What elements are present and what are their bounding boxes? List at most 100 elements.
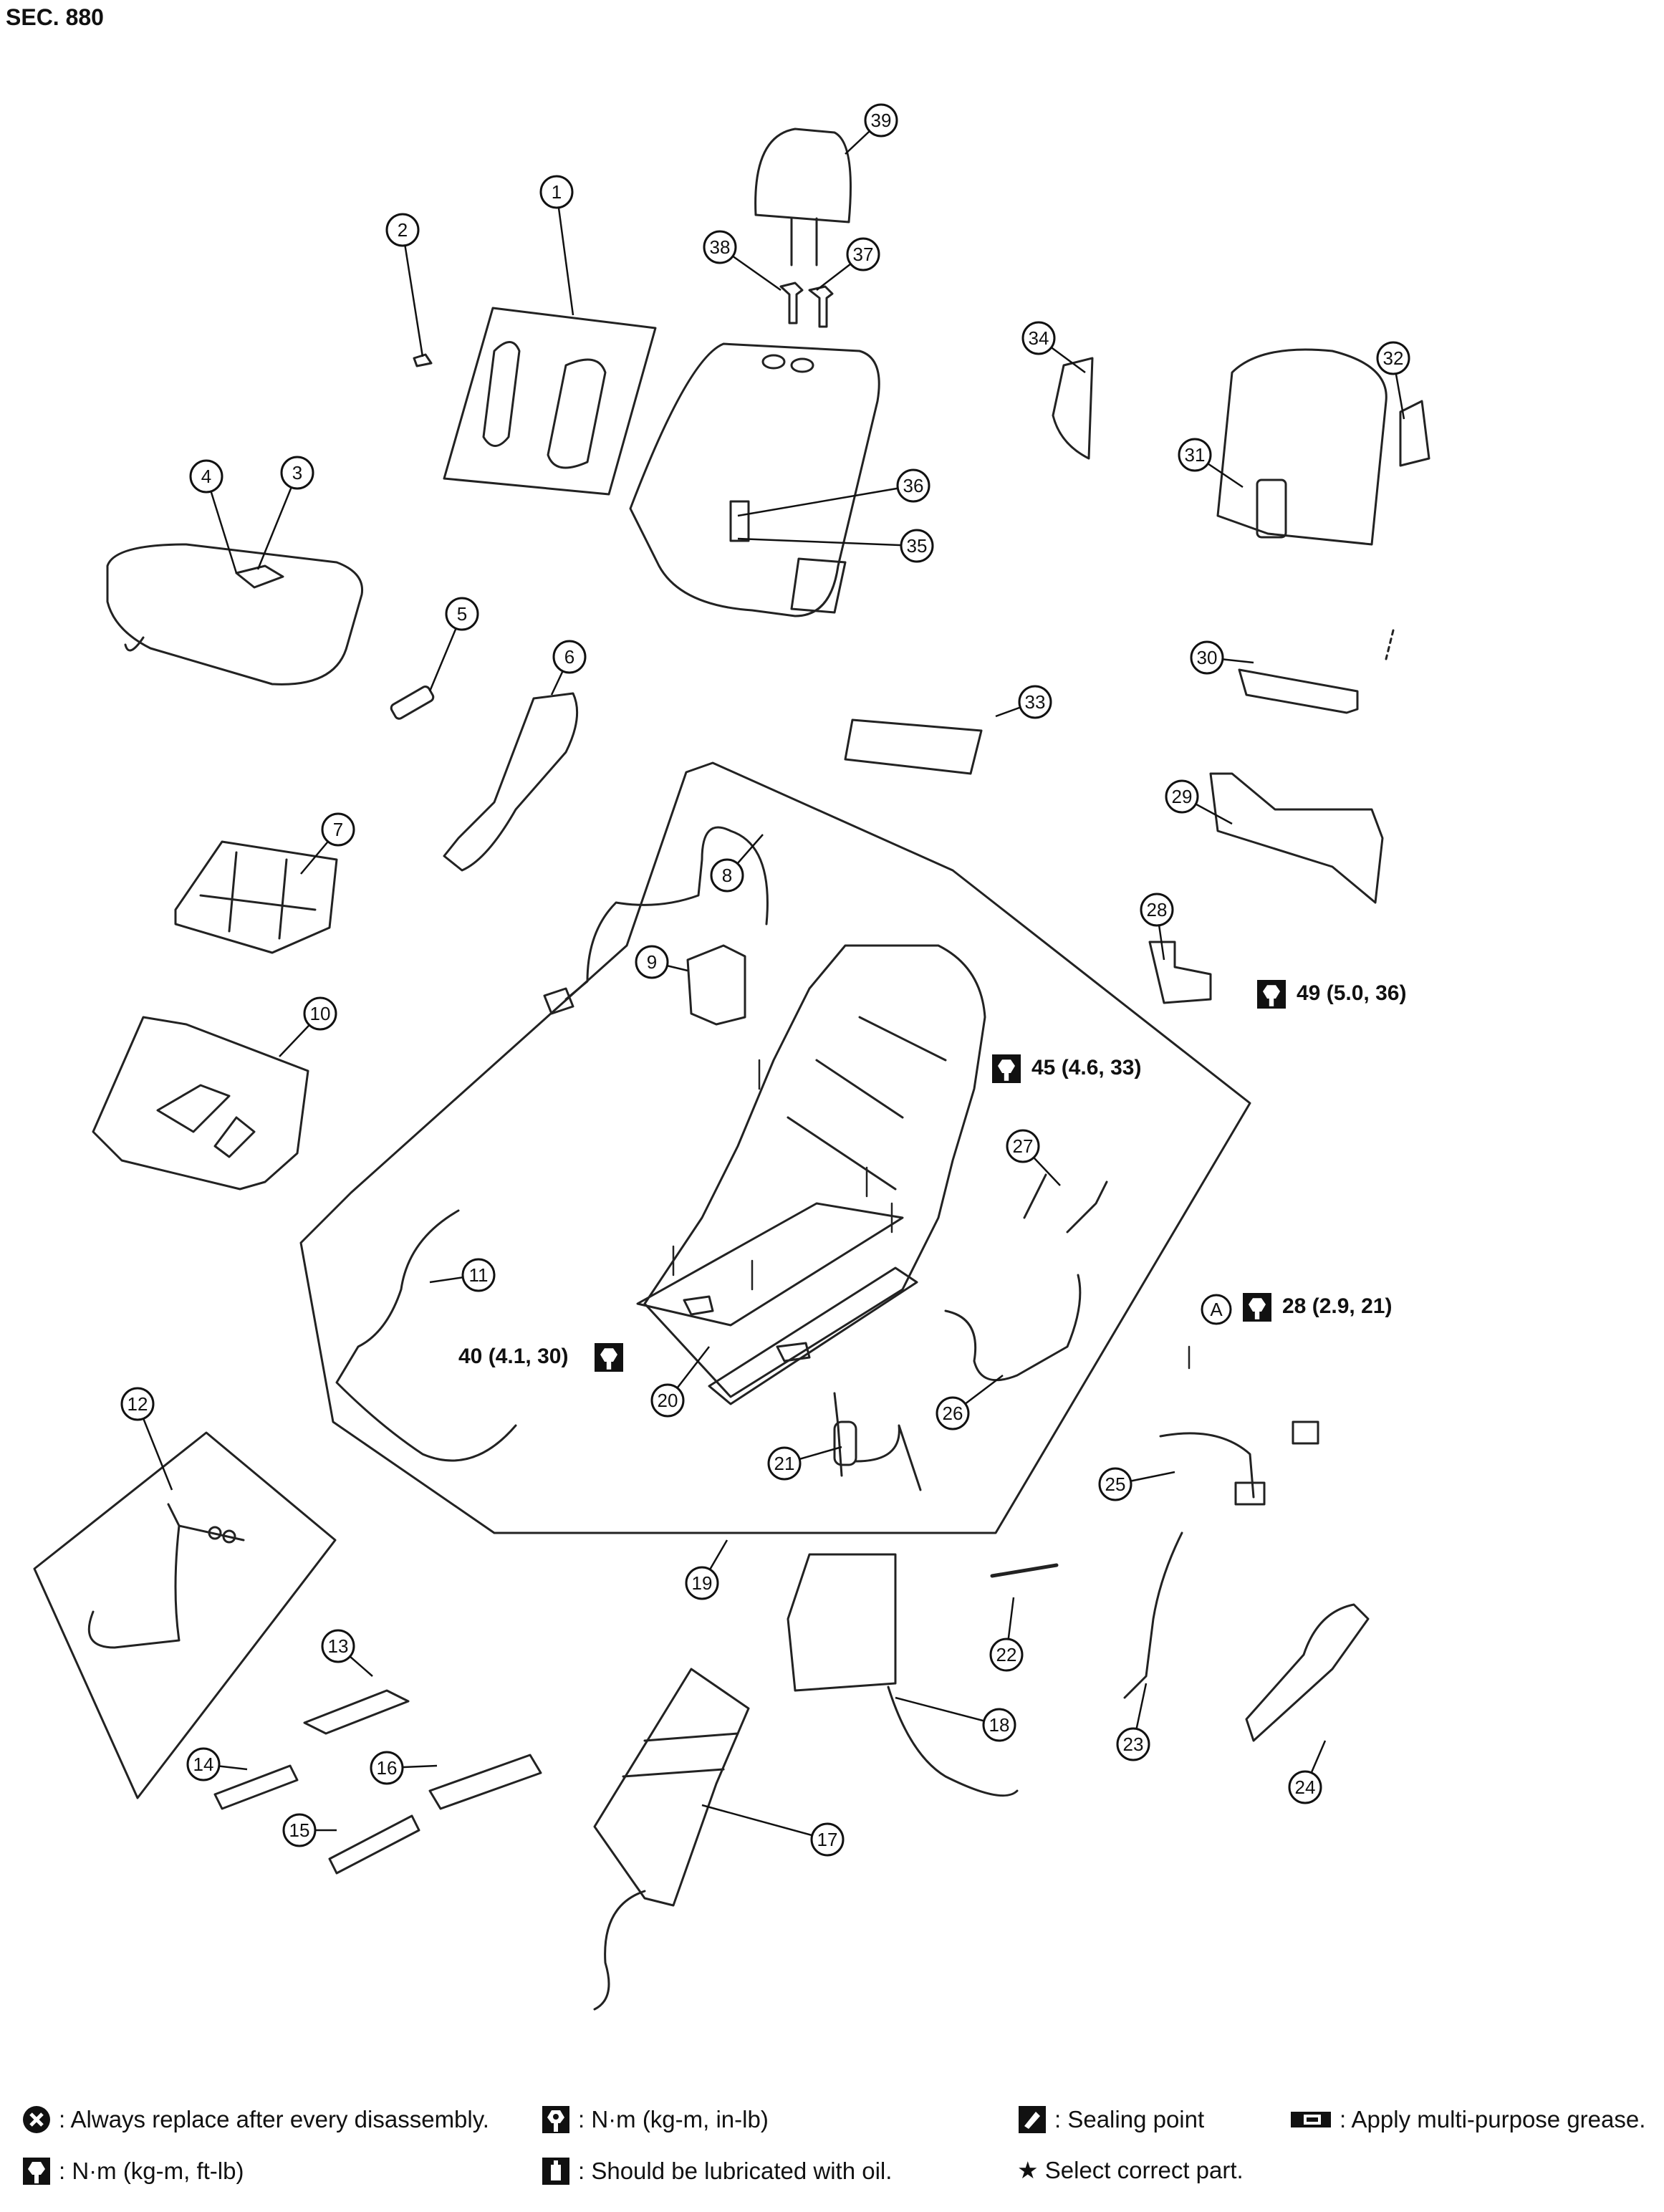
callout-leader [205, 476, 238, 574]
callout-number: 19 [692, 1572, 713, 1594]
seat-pan-part [92, 1016, 309, 1191]
callout-number: 5 [457, 603, 467, 625]
seat-cushion-part [106, 543, 364, 686]
headrest-part [754, 128, 852, 266]
callout-number: 1 [552, 181, 562, 203]
torque-ft-lb-icon [21, 2156, 52, 2186]
callout-number: 35 [907, 535, 928, 557]
callout-18: 18 [982, 1708, 1016, 1742]
seat-heater-part [593, 1668, 750, 2011]
callout-number: 23 [1123, 1733, 1144, 1755]
callout-31: 31 [1178, 438, 1212, 472]
callout-number: 17 [817, 1829, 838, 1850]
legend-text: ★ Select correct part. [1017, 2157, 1244, 2183]
callout-6: 6 [552, 640, 587, 674]
callout-number: 29 [1172, 786, 1193, 807]
latch-part [1148, 941, 1212, 1004]
callout-number: 26 [943, 1403, 963, 1424]
oil-icon [541, 2156, 571, 2186]
seatback-part [629, 342, 880, 617]
headrest-guides-part [779, 282, 834, 328]
callout-number: 14 [193, 1754, 214, 1775]
callout-number: 24 [1295, 1776, 1316, 1798]
callout-28: 28 [1140, 893, 1174, 927]
switch-32-part [1399, 400, 1430, 467]
callout-12: 12 [120, 1387, 155, 1421]
sealing-point-icon [1017, 2105, 1047, 2135]
legend-item: : N·m (kg-m, ft-lb) [21, 2156, 244, 2186]
callout-26: 26 [936, 1396, 970, 1430]
release-cable-part [87, 1503, 245, 1649]
callout-34: 34 [1021, 321, 1056, 355]
switch-group-outline [443, 307, 657, 496]
callout-leader [737, 537, 918, 547]
callout-29: 29 [1165, 779, 1199, 814]
reference-marker-a: A [1201, 1294, 1232, 1325]
callout-20: 20 [650, 1383, 685, 1418]
callout-number: 27 [1013, 1135, 1034, 1157]
callout-32: 32 [1376, 341, 1410, 375]
back-heater-part [787, 1553, 1019, 1797]
callout-7: 7 [321, 812, 355, 847]
legend-item: ★ Select correct part. [1017, 2156, 1244, 2184]
callout-number: 11 [469, 1264, 489, 1286]
seat-adjuster-part [636, 944, 986, 1405]
callout-1: 1 [539, 175, 574, 209]
callout-38: 38 [703, 230, 737, 264]
callout-number: 34 [1029, 327, 1049, 349]
callout-16: 16 [370, 1751, 404, 1785]
torque-label: 49 (5.0, 36) [1297, 981, 1407, 1005]
control-module-part [686, 944, 746, 1026]
callout-number: 12 [128, 1393, 148, 1415]
legend-text: : Apply multi-purpose grease. [1340, 2106, 1646, 2132]
callout-11: 11 [461, 1258, 496, 1292]
bracket-part [683, 1295, 714, 1316]
callout-number: 33 [1025, 691, 1046, 713]
section-title: SEC. 880 [6, 4, 104, 30]
callout-2: 2 [385, 213, 420, 247]
grease-icon [1289, 2105, 1332, 2135]
actuator-part [833, 1392, 922, 1491]
cable-23-part [1123, 1531, 1183, 1699]
callout-14: 14 [186, 1747, 221, 1781]
torque-label: 45 (4.6, 33) [1031, 1056, 1142, 1079]
torque-label: 40 (4.1, 30) [458, 1345, 569, 1368]
legend-item: : Sealing point [1017, 2105, 1204, 2135]
callout-number: 13 [328, 1635, 349, 1657]
side-cover-part [443, 692, 579, 872]
lever-part [1245, 1603, 1370, 1742]
callout-number: 21 [774, 1453, 795, 1474]
callout-4: 4 [189, 459, 223, 494]
legend-text: : N·m (kg-m, ft-lb) [59, 2158, 244, 2184]
wire-26-part [944, 1274, 1082, 1382]
wire-harness-part [564, 826, 769, 1001]
callout-number: 15 [289, 1819, 310, 1841]
back-frame-part [1209, 772, 1384, 904]
harness-11-part [335, 1209, 517, 1462]
callout-19: 19 [685, 1566, 719, 1600]
callout-number: 32 [1383, 347, 1404, 369]
callout-25: 25 [1098, 1467, 1132, 1501]
back-board-part [1216, 348, 1388, 546]
trim-covers-part [213, 1689, 542, 1875]
callout-number: 6 [564, 646, 574, 668]
legend-text: : Should be lubricated with oil. [578, 2158, 893, 2184]
callout-number: 20 [658, 1390, 678, 1411]
callout-number: 7 [333, 819, 343, 840]
callout-number: 28 [1147, 899, 1168, 920]
callout-30: 30 [1190, 640, 1224, 675]
callout-36: 36 [896, 468, 930, 503]
callout-number: 2 [398, 219, 408, 241]
legend-item: : Always replace after every disassembly… [21, 2105, 489, 2135]
callout-leader [701, 1804, 828, 1841]
callout-number: 10 [310, 1003, 331, 1024]
cable-group-outline [33, 1431, 337, 1799]
legend-text: : Always replace after every disassembly… [59, 2106, 489, 2132]
torque-wrench-icon [992, 1054, 1021, 1083]
callout-number: 9 [647, 951, 657, 973]
callout-leader [401, 229, 424, 357]
legend-item: : Should be lubricated with oil. [541, 2156, 892, 2186]
callout-27: 27 [1006, 1129, 1040, 1163]
replace-icon [21, 2105, 52, 2135]
